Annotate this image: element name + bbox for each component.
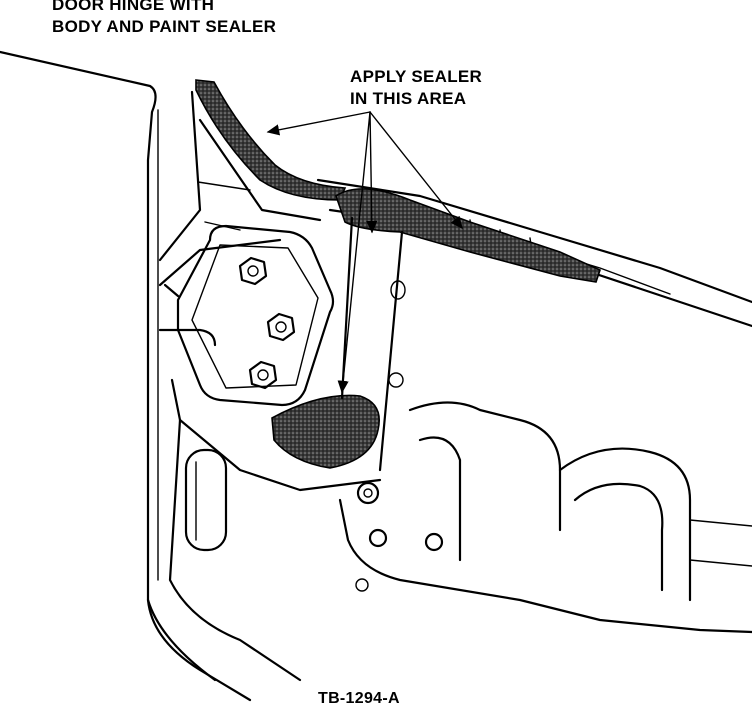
figure-reference: TB-1294-A	[318, 690, 400, 707]
door-panel	[0, 50, 252, 702]
strap-hole-upper	[390, 280, 406, 300]
strap-hole-lower	[388, 372, 404, 388]
sealer-bead-rail	[335, 188, 601, 283]
sealer-bead-upper	[195, 79, 347, 201]
panel-hole-1	[356, 481, 380, 505]
sealer-callout-arrows	[266, 111, 463, 394]
sealer-patch-lower	[271, 394, 380, 469]
hinge-plate	[158, 224, 335, 407]
hinge-strap	[340, 216, 406, 472]
hinge-caption: DOOR HINGE WITH BODY AND PAINT SEALER	[52, 0, 277, 36]
panel-slot	[184, 448, 228, 552]
bolt-middle	[266, 312, 296, 342]
panel-hole-3	[424, 532, 444, 552]
lower-body-panel	[168, 378, 752, 682]
bolt-upper	[238, 256, 268, 286]
hinge-bolts	[238, 256, 296, 390]
bolt-lower	[248, 360, 278, 390]
sealer-callout-label: APPLY SEALER IN THIS AREA	[350, 67, 483, 108]
panel-hole-4	[355, 578, 369, 592]
panel-hole-2	[368, 528, 388, 548]
